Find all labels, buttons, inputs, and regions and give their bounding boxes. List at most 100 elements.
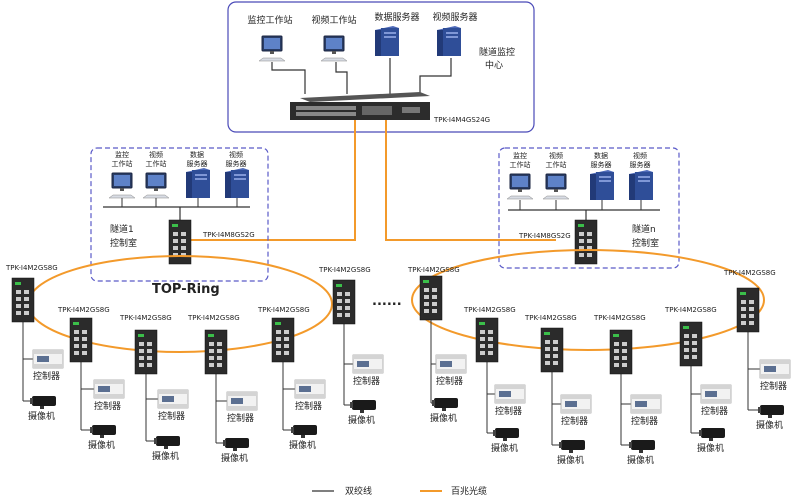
node-switch-icon [679, 321, 703, 367]
center-station-label: 视频服务器 [432, 11, 477, 23]
tn-label: 控制室 [632, 237, 659, 249]
center-label: 隧道监控 [479, 46, 515, 58]
fiber-line [186, 120, 356, 241]
camera-icon [350, 400, 376, 413]
camera-label: 摄像机 [627, 454, 654, 466]
server-icon [629, 170, 653, 200]
controller-icon [352, 354, 384, 374]
camera-icon [629, 440, 655, 453]
node-switch-label: TPK-I4M2GS8G [57, 306, 110, 314]
core-switch-icon [290, 92, 430, 120]
cable-line [271, 62, 306, 94]
node-switch-icon [69, 317, 93, 363]
tn-station-label: 视频 [633, 151, 647, 160]
node-switch-icon [475, 317, 499, 363]
camera-label: 摄像机 [491, 442, 518, 454]
workstation-icon [142, 172, 170, 199]
camera-label: 摄像机 [221, 452, 248, 464]
controller-icon [700, 384, 732, 404]
server-icon [590, 170, 614, 200]
node-switch-label: TPK-I4M2GS8G [664, 306, 717, 314]
controller-icon [759, 359, 791, 379]
node-switch-label: TPK-I4M2GS8G [463, 306, 516, 314]
server-icon [375, 26, 399, 56]
controller-label: 控制器 [295, 400, 322, 412]
camera-icon [30, 396, 56, 409]
camera-icon [493, 428, 519, 441]
center-station-label: 监控工作站 [247, 14, 292, 26]
camera-icon [758, 405, 784, 418]
node-switch-icon [271, 317, 295, 363]
camera-icon [699, 428, 725, 441]
camera-label: 摄像机 [348, 414, 375, 426]
t1-station-label: 视频 [229, 150, 243, 159]
t1-label: 隧道1 [110, 223, 134, 235]
controller-icon [32, 349, 64, 369]
t1-station-label: 监控 [115, 150, 129, 159]
controller-label: 控制器 [561, 415, 588, 427]
controller-label: 控制器 [495, 405, 522, 417]
tunneln-frame [498, 147, 680, 269]
ellipsis: ...... [372, 294, 402, 309]
controller-label: 控制器 [94, 400, 121, 412]
node-switch-label: TPK-I4M2GS8G [257, 306, 310, 314]
camera-icon [223, 438, 249, 451]
camera-icon [90, 425, 116, 438]
t1-station-label: 工作站 [146, 159, 167, 168]
t1-label: 控制室 [110, 237, 137, 249]
camera-icon [291, 425, 317, 438]
t1-station-label: 服务器 [187, 159, 208, 168]
tn-station-label: 工作站 [546, 160, 567, 169]
workstation-icon [258, 35, 286, 62]
ring-right [411, 249, 765, 351]
controller-icon [630, 394, 662, 414]
node-switch-label: TPK-I4M2GS8G [187, 314, 240, 322]
controller-icon [435, 354, 467, 374]
t1-station-label: 服务器 [226, 159, 247, 168]
node-switch-icon [736, 287, 760, 333]
tn-switch-label: TPK-I4M8GS2G [518, 232, 571, 240]
controller-label: 控制器 [760, 380, 787, 392]
controller-label: 控制器 [353, 375, 380, 387]
node-switch-label: TPK-I4M2GS8G [318, 266, 371, 274]
node-switch-label: TPK-I4M2GS8G [723, 269, 776, 277]
controller-label: 控制器 [436, 375, 463, 387]
camera-label: 摄像机 [152, 450, 179, 462]
node-switch-icon [419, 275, 443, 321]
node-switch-label: TPK-I4M2GS8G [593, 314, 646, 322]
t1-switch-icon [168, 219, 192, 265]
tn-station-label: 视频 [549, 151, 563, 160]
camera-label: 摄像机 [289, 439, 316, 451]
server-icon [437, 26, 461, 56]
tn-switch-icon [574, 219, 598, 265]
workstation-icon [108, 172, 136, 199]
node-switch-icon [609, 329, 633, 375]
node-switch-icon [134, 329, 158, 375]
camera-label: 摄像机 [430, 412, 457, 424]
controller-icon [560, 394, 592, 414]
tn-station-label: 工作站 [510, 160, 531, 169]
node-switch-icon [332, 279, 356, 325]
controller-label: 控制器 [33, 370, 60, 382]
t1-switch-label: TPK-I4M8GS2G [202, 231, 255, 239]
node-switch-icon [204, 329, 228, 375]
legend-twisted-pair: 双绞线 [345, 485, 372, 497]
center-frame [227, 1, 535, 133]
camera-icon [154, 436, 180, 449]
core-switch-label: TPK-I4M4GS24G [433, 116, 490, 124]
controller-label: 控制器 [631, 415, 658, 427]
legend-fiber: 百兆光缆 [451, 485, 487, 497]
workstation-icon [320, 35, 348, 62]
center-station-label: 视频工作站 [311, 14, 356, 26]
tn-station-label: 监控 [513, 151, 527, 160]
camera-label: 摄像机 [88, 439, 115, 451]
t1-station-label: 工作站 [112, 159, 133, 168]
node-switch-label: TPK-I4M2GS8G [407, 266, 460, 274]
controller-icon [226, 391, 258, 411]
node-switch-label: TPK-I4M2GS8G [5, 264, 58, 272]
tunnel1-frame [90, 147, 269, 282]
controller-label: 控制器 [158, 410, 185, 422]
tn-station-label: 服务器 [591, 160, 612, 169]
controller-icon [494, 384, 526, 404]
